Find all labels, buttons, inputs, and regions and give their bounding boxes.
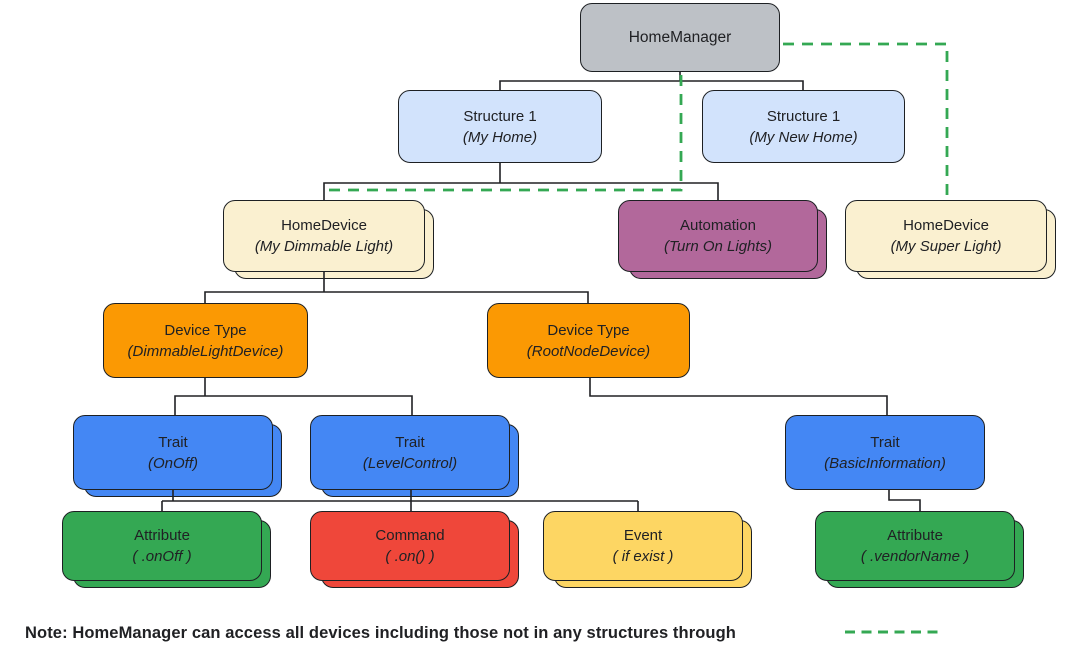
node-subtitle: (My Dimmable Light) <box>254 238 394 255</box>
node-trait-basicinformation: Trait (BasicInformation) <box>785 415 985 490</box>
node-subtitle: ( .onOff ) <box>132 548 192 565</box>
node-home-device-super-light: HomeDevice (My Super Light) <box>845 200 1056 279</box>
node-title: Command <box>375 527 445 544</box>
node-device-type-rootnode: Device Type (RootNodeDevice) <box>487 303 690 378</box>
node-title: HomeDevice <box>281 217 367 234</box>
node-subtitle: (RootNodeDevice) <box>526 342 651 360</box>
footer-note: Note: HomeManager can access all devices… <box>25 624 736 642</box>
direct-access-dashed-links <box>325 42 949 197</box>
node-title: Structure 1 <box>463 107 537 125</box>
node-trait-levelcontrol: Trait (LevelControl) <box>310 415 519 497</box>
node-title: Device Type <box>164 321 247 339</box>
tree-connectors <box>161 72 921 511</box>
node-subtitle: ( .vendorName ) <box>860 548 970 565</box>
node-title: Trait <box>395 433 425 451</box>
node-subtitle: (Turn On Lights) <box>663 238 773 255</box>
node-event-if-exist: Event ( if exist ) <box>543 511 752 588</box>
node-subtitle: (My New Home) <box>749 128 858 146</box>
node-title: Attribute <box>134 527 190 544</box>
node-title: Device Type <box>547 321 630 339</box>
node-title: Event <box>623 527 663 544</box>
dashed-link-to-dimmable-light <box>325 75 683 192</box>
node-command-on: Command ( .on() ) <box>310 511 519 588</box>
node-subtitle: (My Home) <box>462 128 538 146</box>
node-structure-my-new-home: Structure 1 (My New Home) <box>702 90 905 163</box>
node-attribute-vendorname: Attribute ( .vendorName ) <box>815 511 1024 588</box>
node-subtitle: ( if exist ) <box>612 548 674 565</box>
node-structure-my-home: Structure 1 (My Home) <box>398 90 602 163</box>
node-title: Attribute <box>887 527 943 544</box>
node-home-device-dimmable-light: HomeDevice (My Dimmable Light) <box>223 200 434 279</box>
node-title: Automation <box>680 217 756 234</box>
node-title: HomeDevice <box>903 217 989 234</box>
node-device-type-dimmable: Device Type (DimmableLightDevice) <box>103 303 308 378</box>
node-home-manager: HomeManager <box>580 3 780 72</box>
node-subtitle: (OnOff) <box>147 454 198 472</box>
node-subtitle: ( .on() ) <box>385 548 435 565</box>
node-automation-turn-on-lights: Automation (Turn On Lights) <box>618 200 827 279</box>
node-subtitle: (LevelControl) <box>362 454 458 472</box>
node-subtitle: (My Super Light) <box>890 238 1002 255</box>
node-attribute-onoff: Attribute ( .onOff ) <box>62 511 271 588</box>
node-title: Structure 1 <box>766 107 841 125</box>
dashed-link-to-super-light <box>783 42 949 197</box>
node-title: HomeManager <box>628 29 732 46</box>
node-trait-onoff: Trait (OnOff) <box>73 415 282 497</box>
node-title: Trait <box>158 433 188 451</box>
node-subtitle: (DimmableLightDevice) <box>127 342 284 360</box>
node-subtitle: (BasicInformation) <box>824 454 946 472</box>
node-title: Trait <box>870 433 900 451</box>
